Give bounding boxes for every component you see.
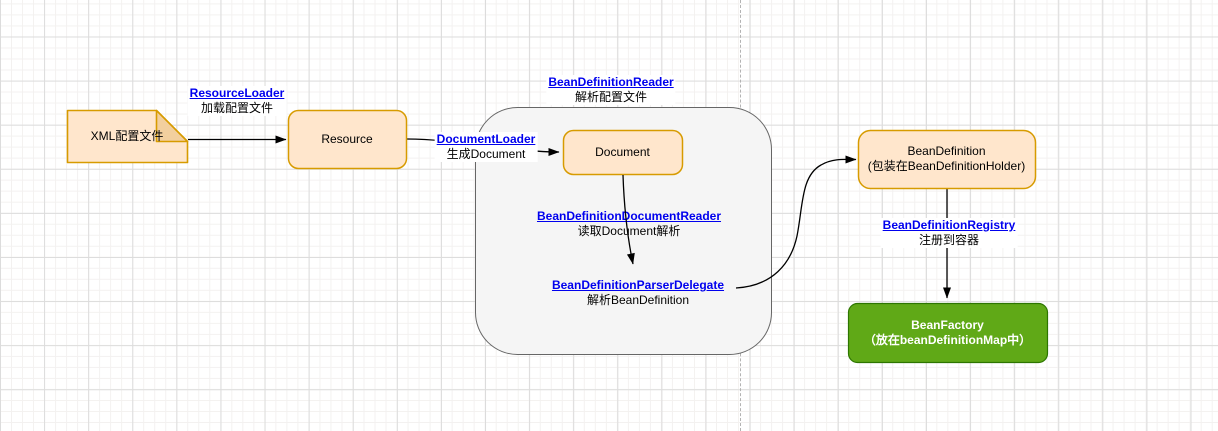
bean-factory-text-line1: BeanFactory [911,317,984,332]
resource-loader-link[interactable]: ResourceLoader [189,86,285,100]
resource-loader-desc: 加载配置文件 [200,101,274,115]
bean-definition-reader-edge-label: BeanDefinitionReader 解析配置文件 [546,75,676,105]
bean-definition-registry-desc: 注册到容器 [918,233,979,247]
bean-definition-reader-link[interactable]: BeanDefinitionReader [548,75,674,89]
bean-definition-text-line1: BeanDefinition [907,144,986,158]
document-label: Document [563,130,682,174]
bean-factory-text-line2: （放在beanDefinitionMap中） [863,332,1032,347]
resource-loader-edge-label: ResourceLoader 加载配置文件 [187,86,287,116]
resource-label: Resource [288,110,406,168]
bean-definition-document-reader-link[interactable]: BeanDefinitionDocumentReader [536,209,722,223]
bean-factory-label: BeanFactory （放在beanDefinitionMap中） [848,303,1047,362]
document-loader-link[interactable]: DocumentLoader [436,132,536,146]
xml-config-file-text: XML配置文件 [90,129,164,143]
edge-parserdelegate-to-beandefinition [735,155,857,289]
bean-definition-registry-edge-label: BeanDefinitionRegistry 注册到容器 [880,218,1018,248]
document-loader-edge-label: DocumentLoader 生成Document [434,132,538,162]
document-text: Document [595,144,650,159]
bean-definition-document-reader-desc: 读取Document解析 [577,224,681,238]
xml-config-file-label: XML配置文件 [67,110,187,163]
document-loader-desc: 生成Document [446,147,526,161]
bean-definition-label: BeanDefinition (包装在BeanDefinitionHolder) [858,130,1035,188]
bean-definition-parser-delegate-desc: 解析BeanDefinition [586,293,690,307]
bean-definition-text-line2: (包装在BeanDefinitionHolder) [867,159,1026,173]
bean-factory-node[interactable] [847,302,1049,364]
bean-definition-registry-link[interactable]: BeanDefinitionRegistry [882,218,1016,232]
bean-definition-document-reader-edge-label: BeanDefinitionDocumentReader 读取Document解… [535,209,723,239]
bean-definition-parser-delegate-link[interactable]: BeanDefinitionParserDelegate [551,278,725,292]
xml-config-file-fold-corner [155,109,189,143]
bean-definition-reader-desc: 解析配置文件 [574,90,648,104]
resource-text: Resource [321,131,373,146]
bean-definition-node[interactable] [857,129,1037,190]
bean-definition-parser-delegate-edge-label: BeanDefinitionParserDelegate 解析BeanDefin… [550,278,726,308]
resource-node[interactable] [287,109,408,170]
document-node[interactable] [562,129,684,176]
